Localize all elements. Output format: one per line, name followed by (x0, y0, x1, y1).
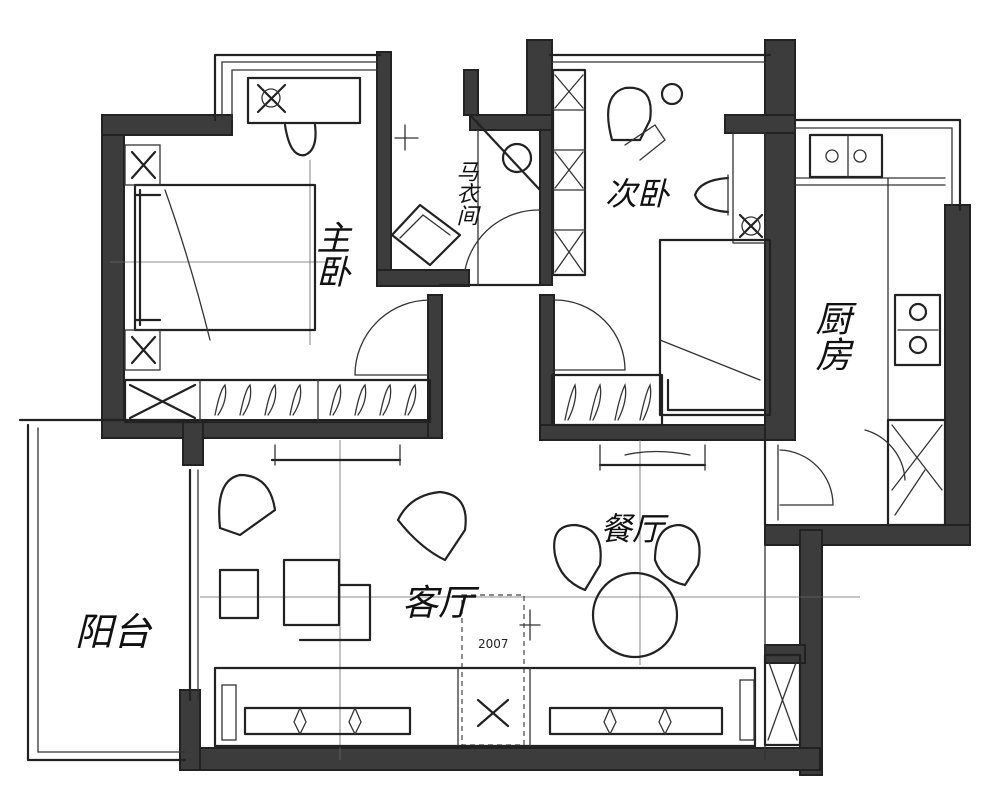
center-mark-label: 2007 (478, 637, 509, 651)
label-kitchen: 厨房 (810, 300, 852, 372)
label-dining-room: 餐厅 (600, 510, 669, 548)
kitchen-fixtures (779, 133, 947, 527)
master-bedroom-furniture (123, 76, 432, 466)
dining-furniture (553, 523, 701, 659)
room-labels: 主卧 马衣间 次卧 厨房 客厅 餐厅 阳台 2007 (75, 160, 852, 654)
label-second-bedroom: 次卧 (605, 175, 671, 213)
guide-lines (110, 160, 860, 760)
living-room-furniture (213, 473, 802, 748)
storage-room-fixtures (390, 113, 542, 271)
label-master-bedroom: 主卧 (310, 220, 350, 288)
label-storage: 马衣间 (453, 160, 478, 226)
walls (101, 39, 971, 776)
label-balcony: 阳台 (75, 610, 153, 654)
label-living-room: 客厅 (402, 583, 480, 624)
second-bedroom-furniture (550, 68, 772, 471)
